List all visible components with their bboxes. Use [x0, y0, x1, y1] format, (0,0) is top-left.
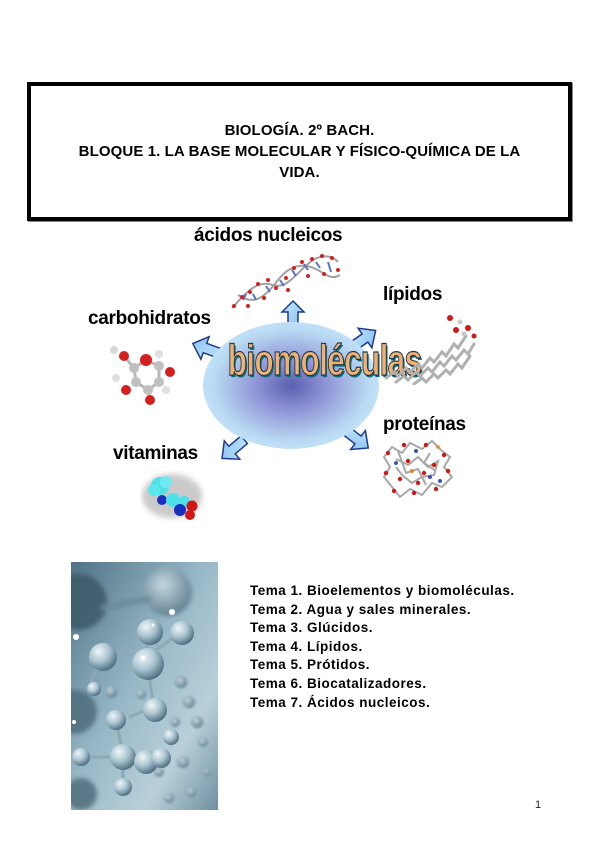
- biomolecules-diagram: biomoléculas ácidos nucleicos lípidos ca…: [88, 225, 477, 520]
- center-ellipse: [203, 322, 379, 449]
- topics-list: Tema 1. Bioelementos y biomoléculas. Tem…: [250, 582, 515, 712]
- lipid-chain-icon: [384, 315, 477, 385]
- title-block: BLOQUE 1. LA BASE MOLECULAR Y FÍSICO-QUÍ…: [78, 143, 521, 160]
- topic-item: Tema 3. Glúcidos.: [250, 620, 374, 636]
- glucose-molecule-icon: [110, 346, 175, 405]
- protein-structure-icon: [382, 439, 454, 499]
- label-proteins: proteínas: [383, 414, 466, 435]
- label-carbohydrates: carbohidratos: [88, 308, 211, 329]
- topic-item: Tema 6. Biocatalizadores.: [250, 675, 427, 691]
- title-subject: BIOLOGÍA. 2º BACH.: [224, 122, 375, 139]
- arrow-up-icon: [280, 299, 306, 327]
- molecule-model-image: [71, 562, 218, 810]
- arrow-lower-left-icon: [221, 434, 249, 461]
- topic-item: Tema 4. Lípidos.: [250, 638, 363, 654]
- title-block-continued: VIDA.: [279, 164, 320, 181]
- title-box: BIOLOGÍA. 2º BACH. BLOQUE 1. LA BASE MOL…: [27, 82, 572, 221]
- dna-helix-icon: [231, 254, 341, 309]
- center-label: biomoléculas: [227, 335, 422, 385]
- topic-item: Tema 2. Agua y sales minerales.: [250, 601, 472, 617]
- page-number: 1: [535, 799, 542, 811]
- label-vitamins: vitaminas: [113, 443, 198, 464]
- label-nucleic-acids: ácidos nucleicos: [194, 225, 343, 246]
- topic-item: Tema 1. Bioelementos y biomoléculas.: [250, 583, 515, 598]
- topic-item: Tema 7. Ácidos nucleicos.: [250, 694, 431, 710]
- topic-item: Tema 5. Prótidos.: [250, 657, 371, 673]
- vitamin-molecule-icon: [142, 474, 202, 520]
- label-lipids: lípidos: [383, 284, 443, 305]
- molecule-photo: [71, 562, 218, 810]
